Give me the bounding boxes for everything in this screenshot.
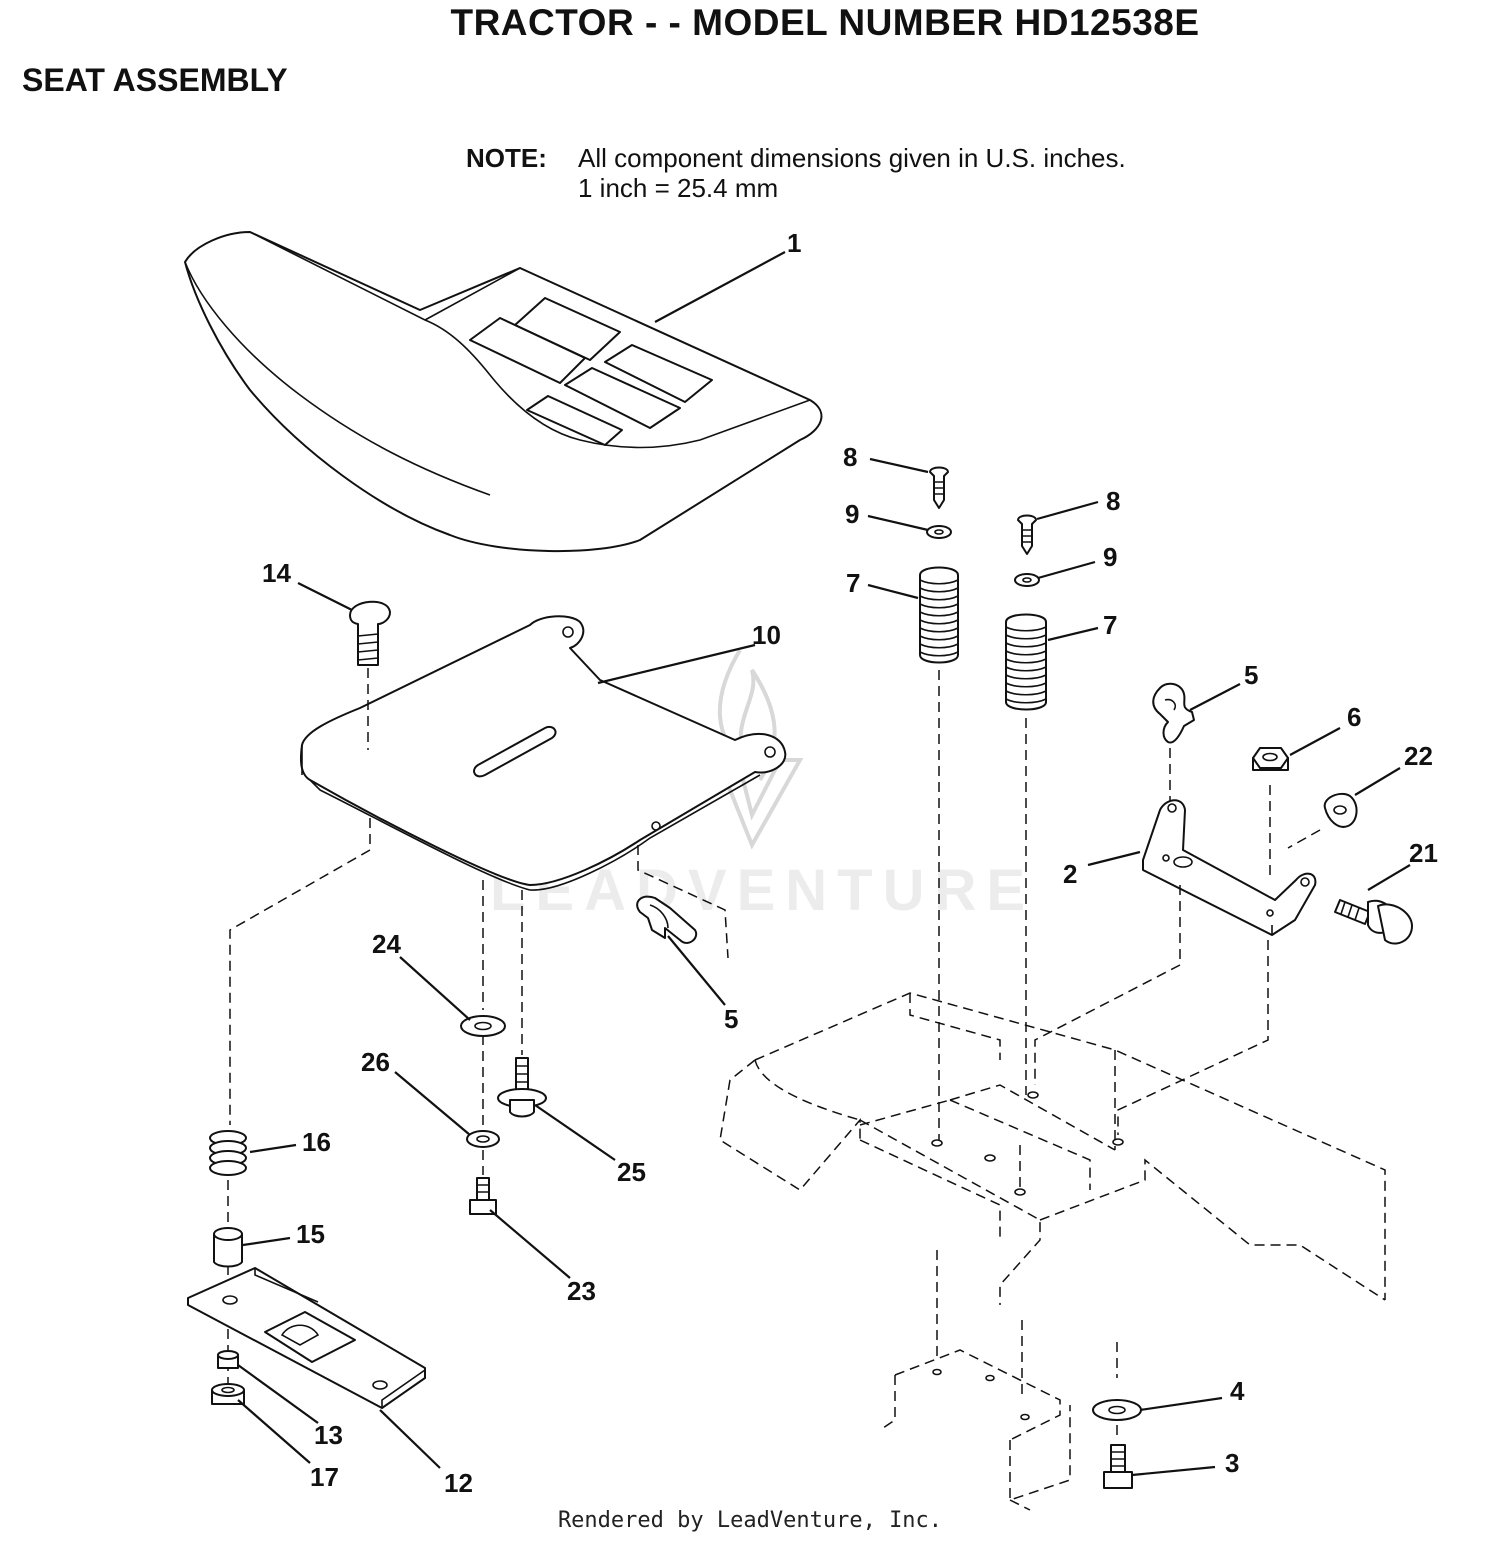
callout-14: 14	[262, 558, 291, 588]
seat-plate-part[interactable]	[187, 1267, 426, 1409]
callout-5a: 5	[724, 1004, 738, 1034]
hex-bolt-part[interactable]	[1103, 1444, 1133, 1489]
callout-25: 25	[617, 1157, 646, 1187]
lower-frame-outline	[879, 1250, 1071, 1511]
callout-1: 1	[787, 228, 801, 258]
callout-10: 10	[752, 620, 781, 650]
assembly-line	[229, 818, 371, 1125]
hair-clip-part[interactable]	[1152, 682, 1195, 744]
callout-26: 26	[361, 1047, 390, 1077]
flat-washer-part[interactable]	[926, 525, 952, 539]
callout-8b: 8	[1106, 486, 1120, 516]
flat-washer-part[interactable]	[1092, 1399, 1142, 1421]
lock-washer-part[interactable]	[466, 1130, 500, 1148]
section-title: SEAT ASSEMBLY	[22, 62, 288, 98]
callout-17: 17	[310, 1462, 339, 1492]
callout-5b: 5	[1244, 660, 1258, 690]
diagram-title: TRACTOR - - MODEL NUMBER HD12538E	[450, 2, 1200, 43]
callout-2: 2	[1063, 859, 1077, 889]
hex-bolt-part[interactable]	[469, 1177, 497, 1215]
compression-spring-part[interactable]	[209, 1130, 247, 1176]
footer-credit: Rendered by LeadVenture, Inc.	[557, 1508, 943, 1533]
screw-part[interactable]	[929, 466, 949, 509]
note-label: NOTE:	[466, 143, 547, 173]
callout-15: 15	[296, 1219, 325, 1249]
fender-frame-outline	[719, 992, 1386, 1305]
note-line-2: 1 inch = 25.4 mm	[578, 173, 779, 203]
callout-24: 24	[372, 929, 401, 959]
callout-6: 6	[1347, 702, 1361, 732]
callout-9a: 9	[845, 499, 859, 529]
assembly-line	[1117, 940, 1269, 1135]
shoulder-bolt-part[interactable]	[1334, 899, 1413, 945]
seat-spring-part[interactable]	[919, 566, 959, 664]
flat-washer-part[interactable]	[1014, 573, 1040, 587]
locknut-part[interactable]	[217, 1350, 239, 1369]
leader-lines	[237, 251, 1411, 1477]
callout-21: 21	[1409, 838, 1438, 868]
assembly-line	[1034, 885, 1181, 1085]
assembly-line	[1287, 829, 1321, 849]
spacer-part[interactable]	[213, 1227, 243, 1268]
callout-22: 22	[1404, 741, 1433, 771]
callout-7a: 7	[846, 568, 860, 598]
callout-12: 12	[444, 1468, 473, 1498]
carriage-bolt-part[interactable]	[349, 600, 391, 666]
callout-4: 4	[1230, 1376, 1245, 1406]
screw-part[interactable]	[1017, 514, 1037, 555]
callout-3: 3	[1225, 1448, 1239, 1478]
hair-clip-part[interactable]	[636, 895, 698, 944]
callout-9b: 9	[1103, 542, 1117, 572]
callout-16: 16	[302, 1127, 331, 1157]
seat-pan-part[interactable]	[300, 615, 787, 891]
callout-23: 23	[567, 1276, 596, 1306]
callout-13: 13	[314, 1420, 343, 1450]
callout-7b: 7	[1103, 610, 1117, 640]
assembly-line	[637, 845, 729, 959]
seat-part[interactable]	[184, 231, 823, 553]
callout-8a: 8	[843, 442, 857, 472]
frame-mounting-holes	[931, 1091, 1124, 1196]
hex-nut-part[interactable]	[1252, 747, 1289, 771]
seat-spring-part[interactable]	[1005, 613, 1047, 711]
shoulder-bolt-part[interactable]	[497, 1057, 547, 1118]
flange-nut-part[interactable]	[1323, 792, 1358, 828]
note-line-1: All component dimensions given in U.S. i…	[578, 143, 1126, 173]
washer-part[interactable]	[460, 1015, 506, 1037]
seat-bracket-part[interactable]	[1142, 799, 1317, 936]
